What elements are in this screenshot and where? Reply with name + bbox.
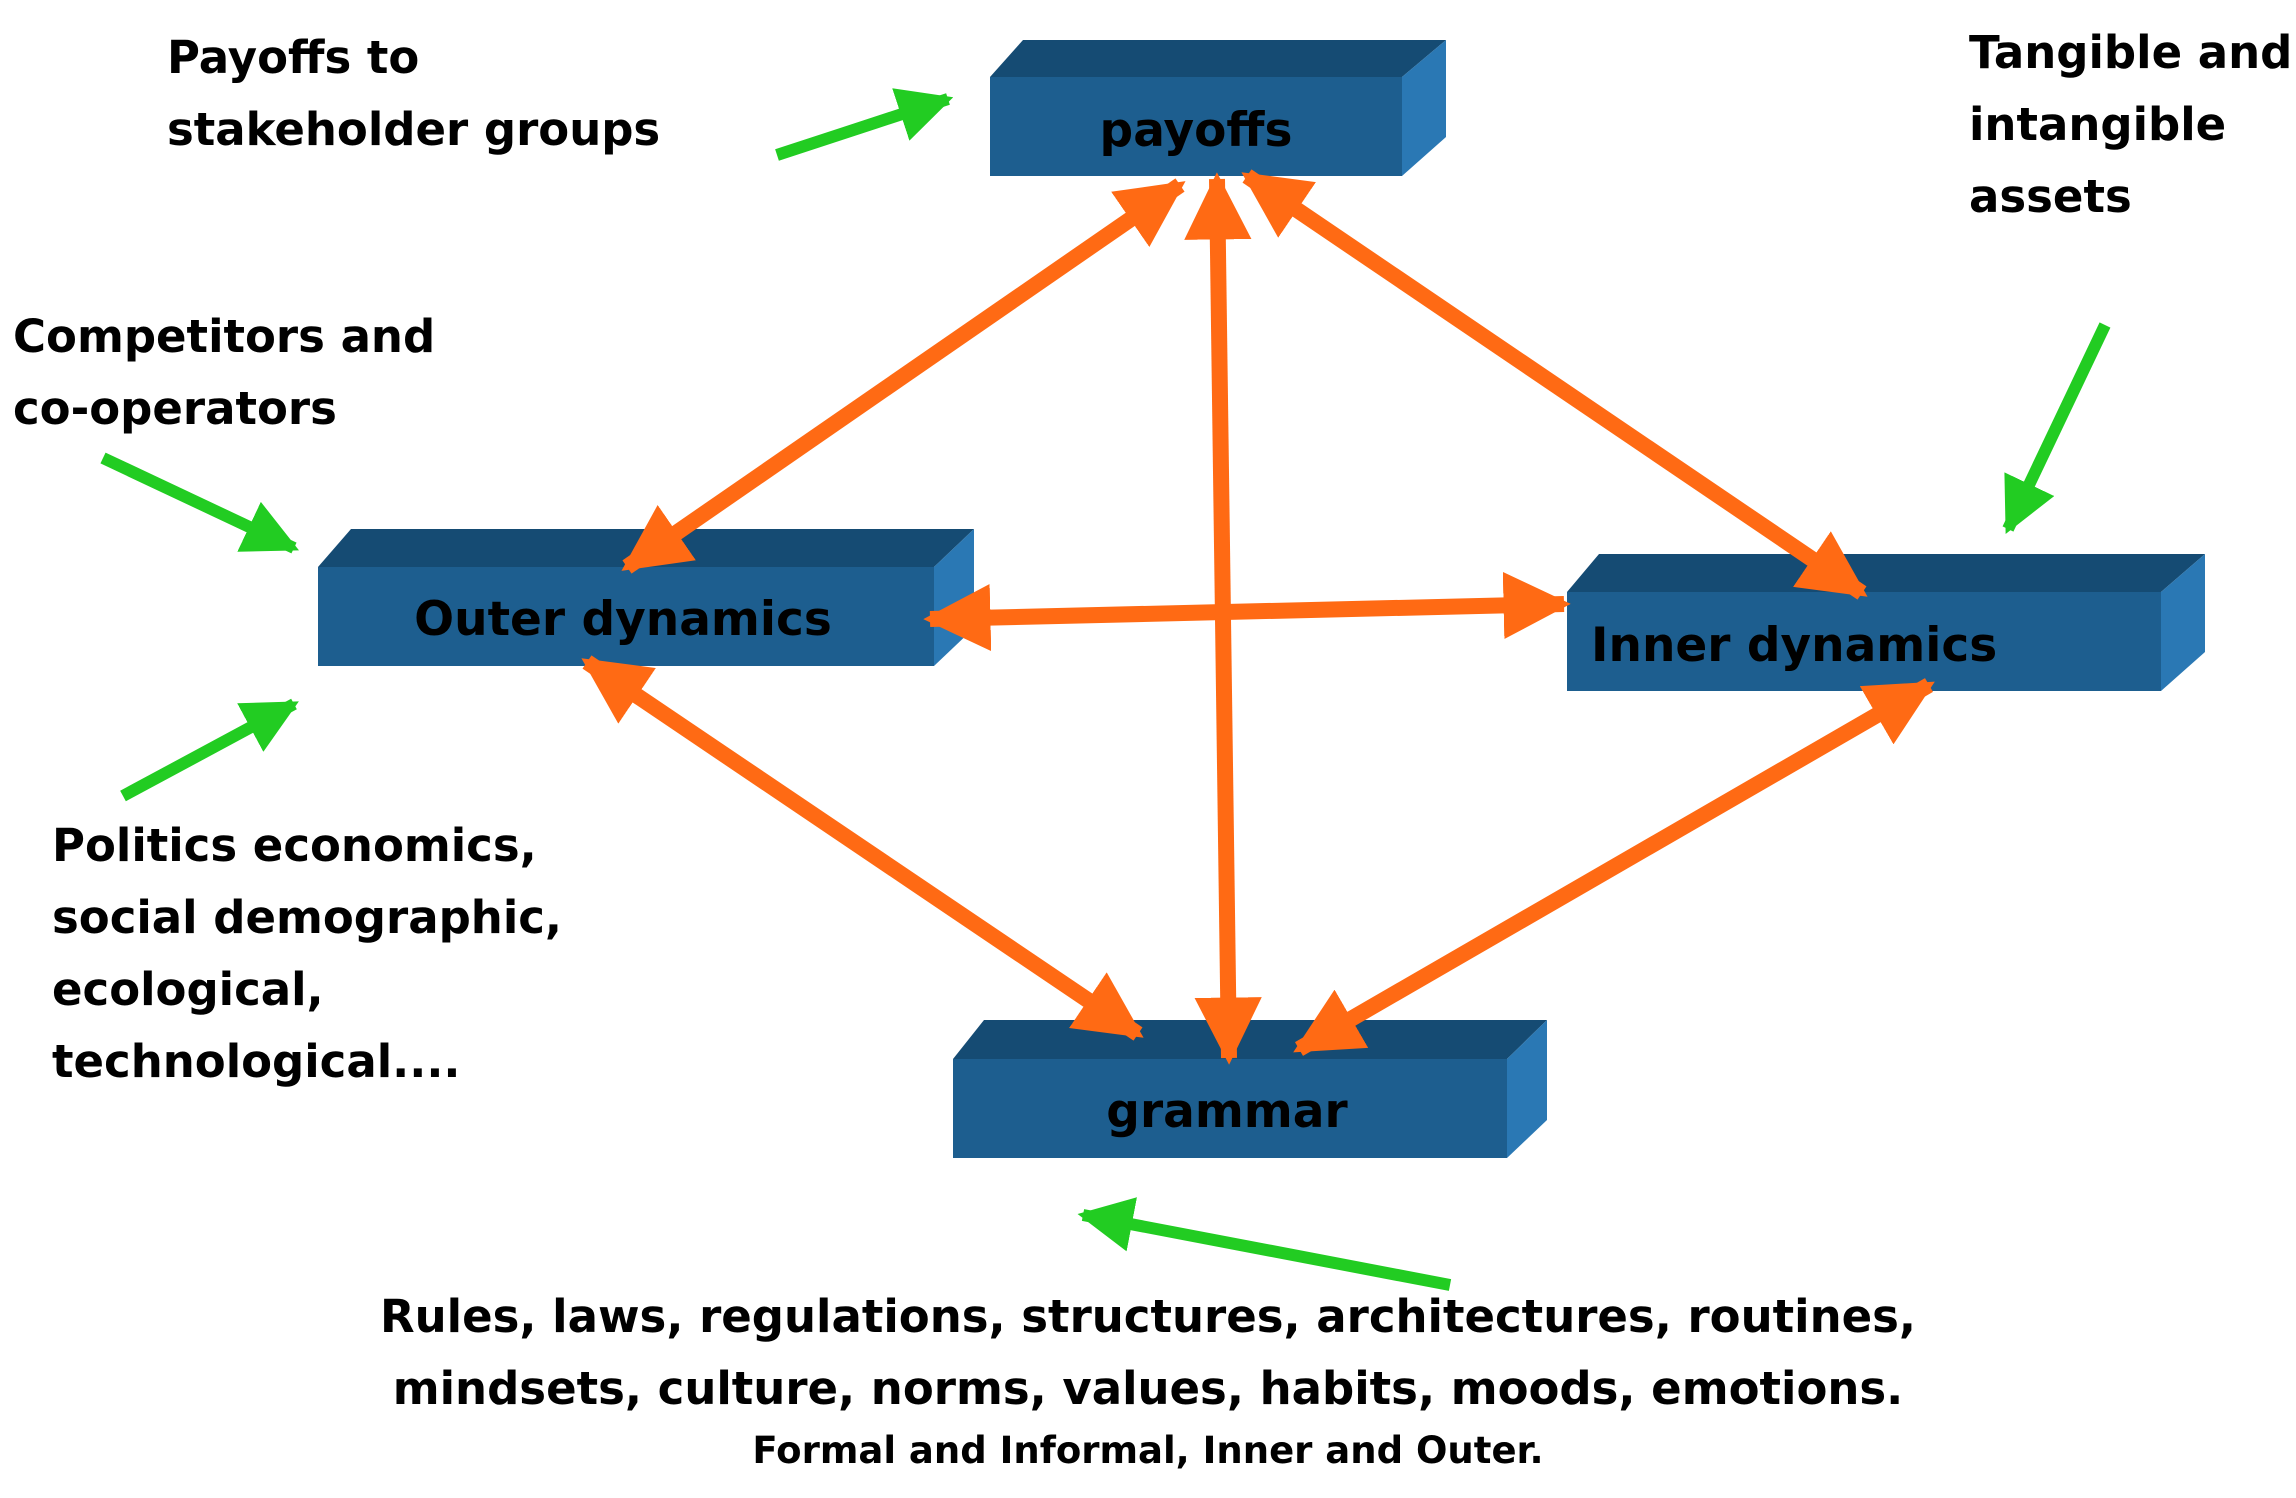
payoffs-box-top	[990, 40, 1446, 77]
inner-dynamics-box-front	[1567, 592, 2161, 691]
note-assets-line-1: Tangible and	[1969, 26, 2293, 79]
payoffs-box: payoffs	[990, 40, 1446, 176]
note-environment: Politics economics, social demographic, …	[52, 810, 562, 1098]
grammar-box: grammar	[953, 1020, 1547, 1158]
grammar-box-side	[1507, 1020, 1547, 1158]
grammar-box-front	[953, 1059, 1507, 1158]
payoffs-box-front	[990, 77, 1402, 176]
note-competitors: Competitors and co-operators	[13, 301, 435, 445]
inner-dynamics-box: Inner dynamics	[1567, 554, 2205, 691]
grammar-box-top	[953, 1020, 1547, 1059]
arrow-outer-grammar	[581, 655, 1144, 1041]
caption-line-3: Formal and Informal, Inner and Outer.	[752, 1429, 1544, 1472]
arrow-note-grammar	[1077, 1197, 1452, 1291]
caption-line-2: mindsets, culture, norms, values, habits…	[392, 1362, 1904, 1415]
inner-dynamics-box-label: Inner dynamics	[1591, 618, 1997, 673]
caption-line-1: Rules, laws, regulations, structures, ar…	[380, 1290, 1916, 1343]
outer-dynamics-box-front	[318, 567, 934, 666]
note-payoffs-line-1: Payoffs to	[167, 31, 420, 84]
arrow-payoffs-inner	[1241, 169, 1868, 600]
influence-arrows	[100, 88, 2111, 1291]
outer-dynamics-box-label: Outer dynamics	[414, 592, 832, 647]
arrow-note-competitors	[100, 452, 299, 554]
note-competitors-line-1: Competitors and	[13, 310, 436, 363]
note-payoffs-line-2: stakeholder groups	[167, 103, 661, 156]
relation-arrows	[581, 169, 1935, 1065]
payoffs-box-label: payoffs	[1100, 103, 1293, 158]
payoffs-box-side	[1402, 40, 1446, 176]
note-assets: Tangible and intangible assets	[1969, 17, 2292, 233]
inner-dynamics-box-side	[2161, 554, 2205, 691]
grammar-caption: Rules, laws, regulations, structures, ar…	[0, 1281, 2296, 1477]
arrow-note-environment	[120, 698, 299, 802]
note-environment-line-4: technological....	[52, 1035, 461, 1088]
note-environment-line-2: social demographic,	[52, 891, 563, 944]
note-environment-line-3: ecological,	[52, 963, 324, 1016]
arrow-payoffs-outer	[621, 178, 1186, 574]
arrow-outer-inner	[923, 571, 1571, 652]
note-payoffs: Payoffs to stakeholder groups	[167, 22, 660, 166]
arrow-inner-grammar	[1293, 678, 1935, 1056]
arrow-note-payoffs	[775, 88, 954, 161]
note-environment-line-1: Politics economics,	[52, 819, 537, 872]
grammar-box-label: grammar	[1106, 1084, 1348, 1139]
note-assets-line-2: intangible	[1969, 98, 2227, 151]
inner-dynamics-box-top	[1567, 554, 2205, 592]
note-competitors-line-2: co-operators	[13, 382, 337, 435]
arrow-note-assets	[2002, 322, 2111, 534]
note-assets-line-3: assets	[1969, 170, 2132, 223]
